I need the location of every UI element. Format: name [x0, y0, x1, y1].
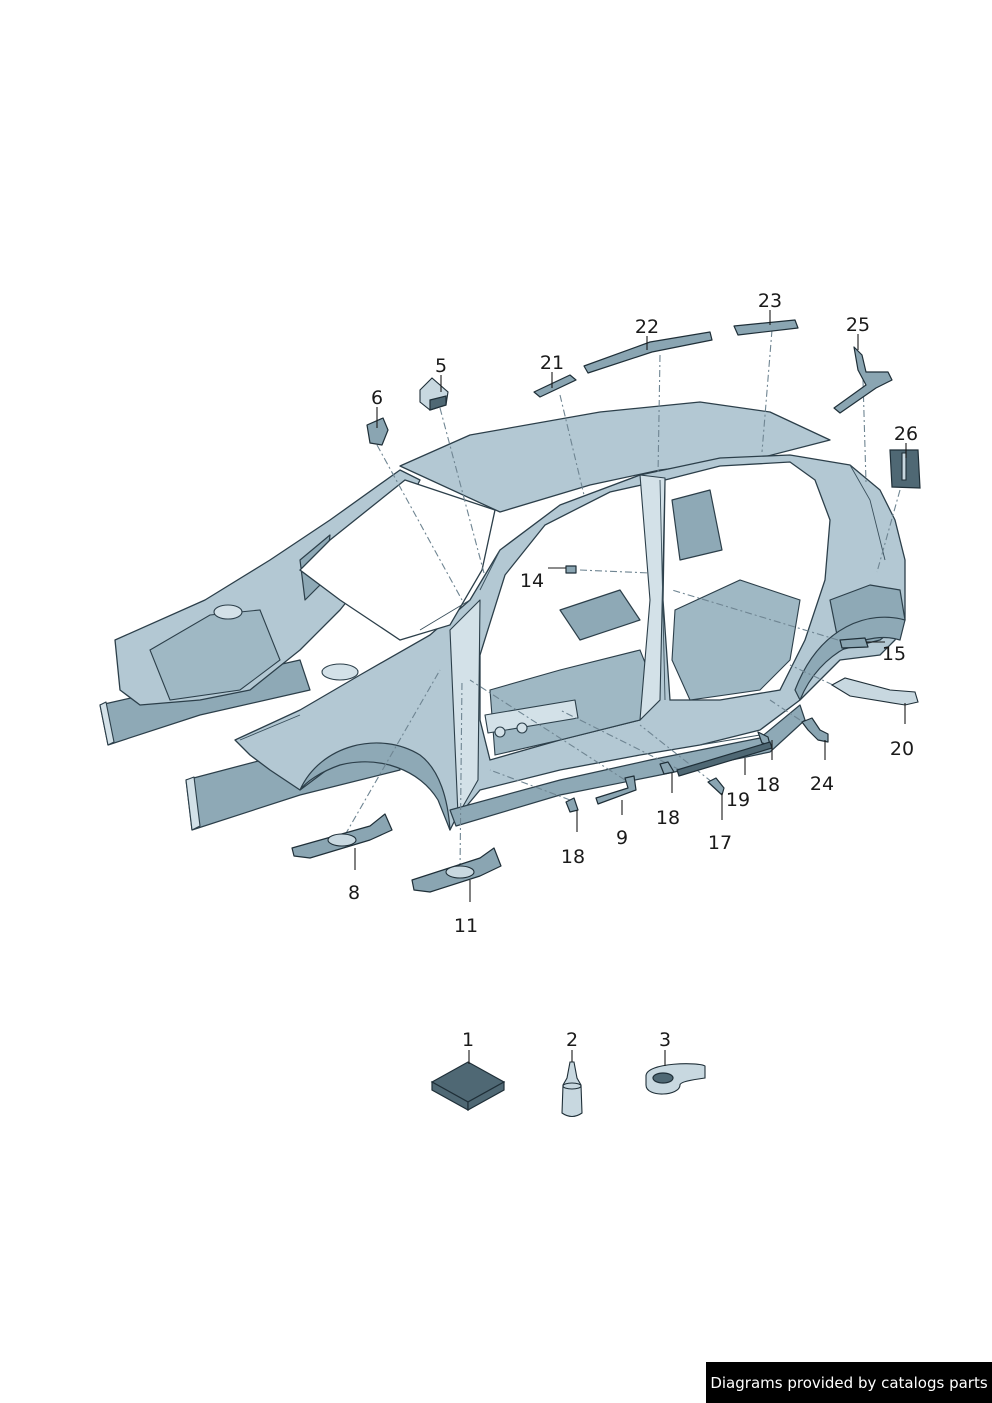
callout-15: 15: [882, 643, 906, 665]
part-14-clip: [565, 565, 577, 574]
reference-lines: [344, 329, 901, 871]
front-wheel-arch: [299, 742, 451, 831]
windshield-opening: [299, 479, 496, 641]
callout-18-right: 18: [756, 774, 780, 796]
part-23-roof-reinforcement: [733, 319, 799, 336]
part-17-insert: [707, 777, 725, 796]
roof-panel: [399, 401, 831, 513]
side-sill: [449, 704, 806, 827]
supplementary-items: [430, 1061, 706, 1118]
callout-6: 6: [371, 387, 383, 409]
part-24-bracket: [801, 717, 829, 743]
callout-24: 24: [810, 773, 834, 795]
part-6-bracket: [366, 417, 389, 446]
callout-18-mid: 18: [656, 807, 680, 829]
callout-1: 1: [462, 1029, 474, 1051]
callout-21: 21: [540, 352, 564, 374]
callout-14: 14: [520, 570, 544, 592]
part-21-roof-reinforcement: [533, 374, 577, 398]
callout-labels: 6 5 21 22 23 25 26 14 15 20 24 18 19 17 …: [348, 290, 918, 1051]
callout-25: 25: [846, 314, 870, 336]
part-25-rear-bracket: [833, 346, 893, 414]
callout-17: 17: [708, 832, 732, 854]
part-18-clip-left: [565, 797, 579, 813]
part-20-rear-panel: [830, 677, 919, 706]
callout-26: 26: [894, 423, 918, 445]
part-15-bracket: [839, 637, 869, 649]
callout-23: 23: [758, 290, 782, 312]
callout-20: 20: [890, 738, 914, 760]
exploded-parts: [291, 319, 921, 893]
part-9-sill-bracket: [595, 775, 637, 805]
callout-5: 5: [435, 355, 447, 377]
rear-wheel-arch: [794, 616, 906, 701]
callout-18-left: 18: [561, 846, 585, 868]
callout-8: 8: [348, 882, 360, 904]
part-22-roof-reinforcement: [583, 331, 713, 374]
car-body-shell: [99, 401, 906, 831]
callout-19: 19: [726, 789, 750, 811]
callout-9: 9: [616, 827, 628, 849]
credit-footer: Diagrams provided by catalogs parts: [706, 1362, 992, 1403]
part-18-clip-mid: [659, 761, 675, 775]
callout-2: 2: [566, 1029, 578, 1051]
callout-22: 22: [635, 316, 659, 338]
item-3-tape-roll: [645, 1063, 706, 1095]
leader-lines: [354, 310, 907, 1066]
callout-3: 3: [659, 1029, 671, 1051]
callout-11: 11: [454, 915, 478, 937]
